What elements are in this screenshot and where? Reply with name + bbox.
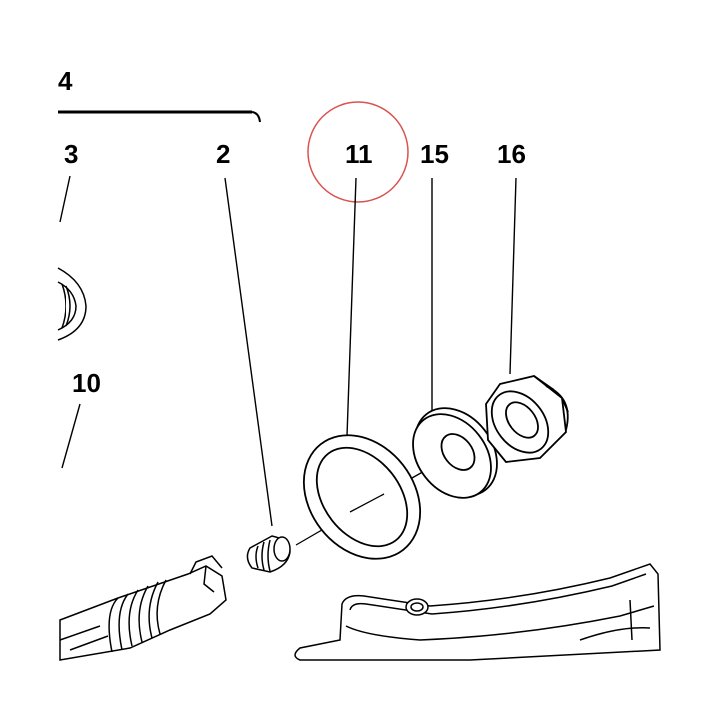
leader-lines [59,175,517,527]
callout-15: 15 [420,139,449,169]
part-10-shaft [59,555,227,661]
callout-11: 11 [345,139,373,169]
part-16-nut [485,375,569,463]
part-15-washer [412,407,498,499]
callout-16: 16 [497,139,526,169]
group-4-bracket [58,110,261,123]
callout-3: 3 [64,139,78,169]
part-2-plug [246,535,291,573]
part-3-bearing [57,267,87,341]
callout-4: 4 [58,66,73,96]
highlight-circle [307,101,409,203]
callout-2: 2 [216,139,230,169]
housing [294,563,661,661]
callout-10: 10 [72,368,101,398]
part-11-washer [302,434,422,560]
